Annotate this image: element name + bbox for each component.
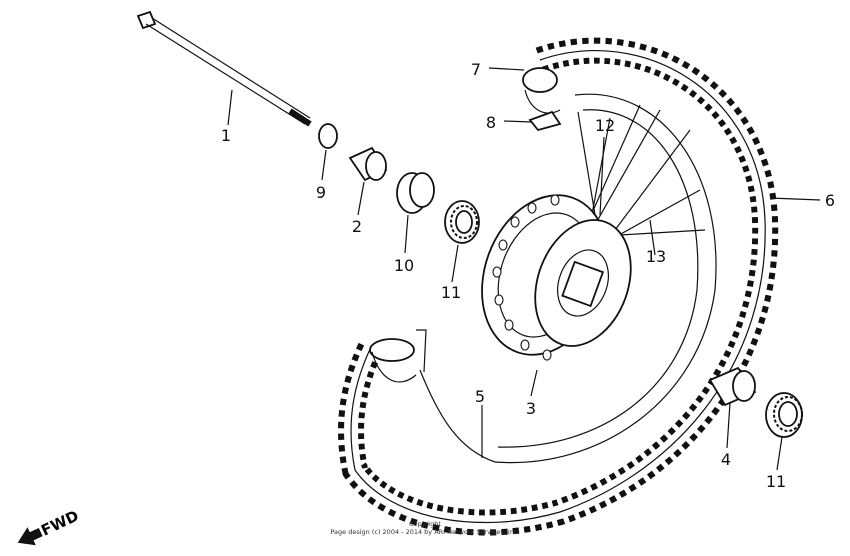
bearing-left bbox=[444, 200, 480, 244]
axle bbox=[136, 10, 312, 127]
callout-bearing-left: 11 bbox=[441, 283, 461, 302]
callout-axle: 1 bbox=[221, 126, 231, 145]
callout-washer: 9 bbox=[316, 183, 326, 202]
forward-direction-indicator: FWD bbox=[17, 507, 81, 546]
tube bbox=[369, 67, 561, 383]
rim-band bbox=[528, 110, 562, 132]
fwd-label: FWD bbox=[38, 507, 81, 540]
leader-lines bbox=[227, 67, 821, 471]
spacer-left bbox=[348, 146, 388, 182]
washer bbox=[318, 123, 338, 149]
callout-rim-band: 8 bbox=[486, 113, 496, 132]
arrow-left-icon bbox=[17, 527, 43, 546]
callout-spoke-b: 13 bbox=[646, 247, 666, 266]
bearing-right bbox=[765, 392, 803, 438]
callout-tube: 7 bbox=[471, 60, 481, 79]
oil-seal bbox=[396, 172, 435, 214]
copyright-line-1: Copyright bbox=[409, 520, 441, 528]
callout-hub: 3 bbox=[526, 399, 536, 418]
callout-spoke-a: 12 bbox=[595, 116, 615, 135]
spacer-right bbox=[708, 366, 757, 407]
callout-spacer-left: 2 bbox=[352, 217, 362, 236]
hub bbox=[481, 194, 632, 361]
copyright-line-2: Page design (c) 2004 - 2014 by ARI Netwo… bbox=[330, 528, 519, 536]
callout-rim: 5 bbox=[475, 387, 485, 406]
callout-spacer-right: 4 bbox=[721, 450, 731, 469]
callout-tire: 6 bbox=[825, 191, 835, 210]
callout-bearing-right: 11 bbox=[766, 472, 786, 491]
callout-oil-seal: 10 bbox=[394, 256, 414, 275]
tire bbox=[338, 37, 779, 536]
rim bbox=[419, 93, 717, 464]
